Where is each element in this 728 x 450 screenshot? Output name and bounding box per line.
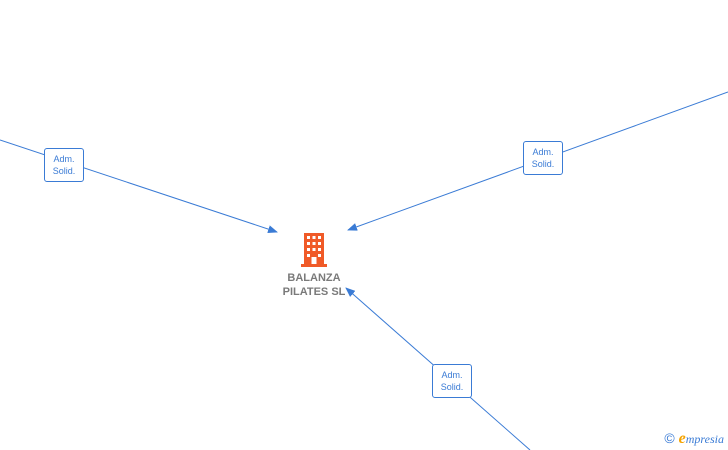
brand-name: mpresia xyxy=(685,432,724,446)
relation-label-bottom[interactable]: Adm. Solid. xyxy=(432,364,472,398)
building-icon xyxy=(301,233,327,267)
relation-type: Solid. xyxy=(52,166,76,176)
relation-type: Solid. xyxy=(531,159,555,169)
relation-role: Adm. xyxy=(441,370,463,380)
copyright-icon: © xyxy=(664,430,675,446)
relation-role: Adm. xyxy=(53,154,75,164)
company-name-line1: BALANZA xyxy=(287,272,341,284)
relation-label-left[interactable]: Adm. Solid. xyxy=(44,148,84,182)
company-name-line2: PILATES SL xyxy=(282,286,346,298)
relation-role: Adm. xyxy=(532,147,554,157)
edge-line-left xyxy=(0,139,278,233)
relation-type: Solid. xyxy=(440,382,464,392)
brand-initial: e xyxy=(678,430,686,447)
relation-label-right[interactable]: Adm. Solid. xyxy=(523,141,563,175)
empresia-watermark: ©empresia xyxy=(664,428,724,448)
company-node[interactable]: BALANZA PILATES SL xyxy=(262,233,366,299)
company-name[interactable]: BALANZA PILATES SL xyxy=(262,271,366,299)
